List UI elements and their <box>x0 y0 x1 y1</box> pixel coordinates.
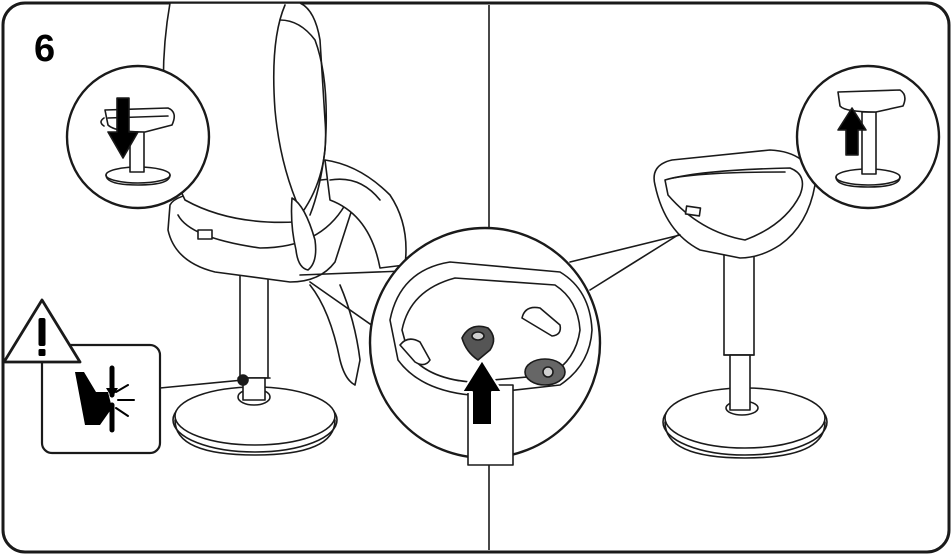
lower-seat-callout <box>67 66 209 208</box>
raise-seat-callout <box>797 66 939 208</box>
right-stool <box>654 150 827 458</box>
person-sitting <box>163 3 406 385</box>
